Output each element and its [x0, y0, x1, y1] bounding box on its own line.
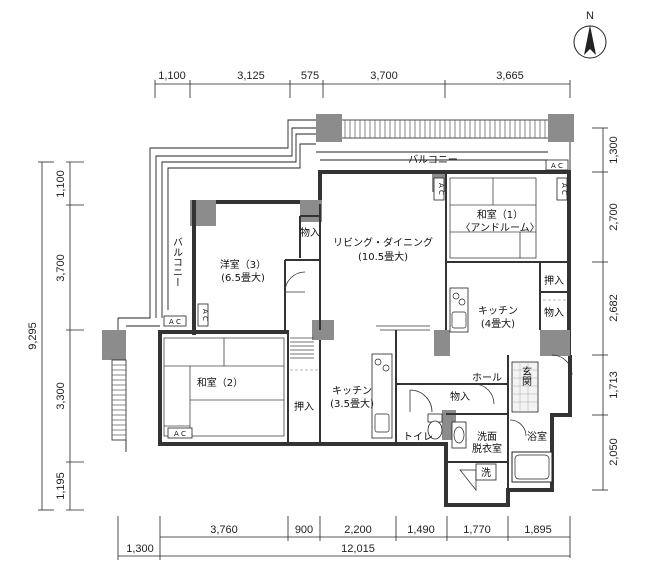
dim-bottom-outer-2: 12,015: [341, 543, 375, 555]
western-room-size: (6.5畳大): [221, 271, 265, 284]
storage-oshiire-1: 押入: [544, 274, 564, 287]
dim-right-4: 1,713: [608, 371, 620, 399]
storage-oshiire-2: 押入: [294, 400, 314, 413]
tatami-room-1: [449, 177, 537, 259]
stair-steps: [290, 337, 314, 359]
kitchen-35-name: キッチン: [332, 385, 372, 397]
washbasin-fixture: [451, 421, 467, 449]
ac-label-3: A C: [560, 183, 568, 195]
interior-walls: [284, 174, 570, 490]
dim-left-3: 3,300: [55, 382, 67, 410]
dim-right-3: 2,682: [608, 294, 620, 322]
north-compass: N: [573, 10, 607, 59]
ac-label-4: A C: [201, 309, 209, 321]
balcony-top-label: バルコニー: [408, 154, 458, 166]
dim-bottom-6: 1,895: [524, 524, 552, 536]
entrance-tiles: [511, 361, 539, 413]
storage-hall: 物入: [450, 390, 470, 403]
balcony-left-label: バルコニー: [171, 237, 183, 287]
dim-left-4: 1,195: [55, 472, 67, 500]
dim-bottom-4: 1,490: [407, 524, 435, 536]
storage-labels: 物入 押入 物入 押入 物入: [294, 226, 564, 413]
entrance-label: 玄関: [520, 365, 532, 387]
dim-top-3: 575: [301, 70, 319, 82]
ac-label-1: A C: [551, 162, 563, 170]
dim-right-2: 2,700: [608, 203, 620, 231]
kitchen-counter-lower: [371, 353, 393, 439]
kitchen-35-size: (3.5畳大): [330, 397, 374, 410]
shaft-triangle: [459, 469, 477, 491]
bathroom-label: 浴室: [527, 430, 547, 443]
dim-bottom-5: 1,770: [463, 524, 491, 536]
washroom-label-2: 脱衣室: [472, 442, 502, 455]
bottom-dimension: 3,760 900 2,200 1,490 1,770 1,895 1,300 …: [117, 516, 571, 560]
dim-right-5: 2,050: [608, 438, 620, 466]
ac-units: A C A C A C A C A C A C: [163, 159, 569, 439]
room-labels: 洋室（3） (6.5畳大) リビング・ダイニング (10.5畳大) 和室（1） …: [197, 208, 547, 481]
japanese-room-1-name: 和室（1）: [477, 208, 523, 221]
doors: [284, 271, 573, 437]
balcony: バルコニー バルコニー: [102, 114, 574, 452]
hall-label: ホール: [472, 372, 502, 384]
storage-western: 物入: [300, 226, 320, 239]
japanese-room-2-name: 和室（2）: [197, 376, 243, 389]
dim-bottom-1: 3,760: [210, 524, 238, 536]
dim-top-2: 3,125: [237, 70, 265, 82]
living-dining-name: リビング・ダイニング: [333, 236, 433, 249]
ac-label-5: A C: [169, 318, 181, 326]
left-dimension: 9,295 1,100 3,700 3,300 1,195: [27, 161, 84, 511]
living-dining-size: (10.5畳大): [358, 250, 408, 263]
dim-right-1: 1,300: [608, 136, 620, 164]
dim-left-total: 9,295: [27, 322, 39, 350]
dim-top-4: 3,700: [370, 70, 398, 82]
dim-bottom-3: 2,200: [344, 524, 372, 536]
toilet-fixture: [427, 413, 443, 440]
dim-left-2: 3,700: [55, 254, 67, 282]
washroom-label-1: 洗面: [477, 431, 497, 443]
dim-left-1: 1,100: [55, 170, 67, 198]
western-room-name: 洋室（3）: [220, 258, 266, 271]
tatami-room-2: [163, 337, 285, 437]
ac-label-6: A C: [174, 430, 186, 438]
top-dimension: 1,100 3,125 575 3,700 3,665: [154, 70, 571, 98]
japanese-room-1-sub: 〈アンドルーム〉: [460, 222, 539, 234]
storage-dashes: [290, 299, 567, 371]
wash-label: 洗: [481, 467, 491, 479]
dim-top-1: 1,100: [158, 70, 186, 82]
ac-label-2: A C: [437, 183, 445, 195]
bathtub-fixture: [511, 451, 553, 483]
north-label: N: [586, 10, 594, 22]
right-dimension: 1,300 2,700 2,682 1,713 2,050: [592, 127, 620, 491]
kitchen-counter-upper: [449, 287, 469, 333]
kitchen-4-size: (4畳大): [481, 317, 515, 330]
kitchen-4-name: キッチン: [478, 305, 518, 317]
dim-bottom-outer-1: 1,300: [126, 543, 154, 555]
dim-top-5: 3,665: [496, 70, 524, 82]
dim-bottom-2: 900: [295, 524, 313, 536]
storage-kitchen: 物入: [544, 306, 564, 319]
toilet-label: トイレ: [403, 432, 433, 443]
